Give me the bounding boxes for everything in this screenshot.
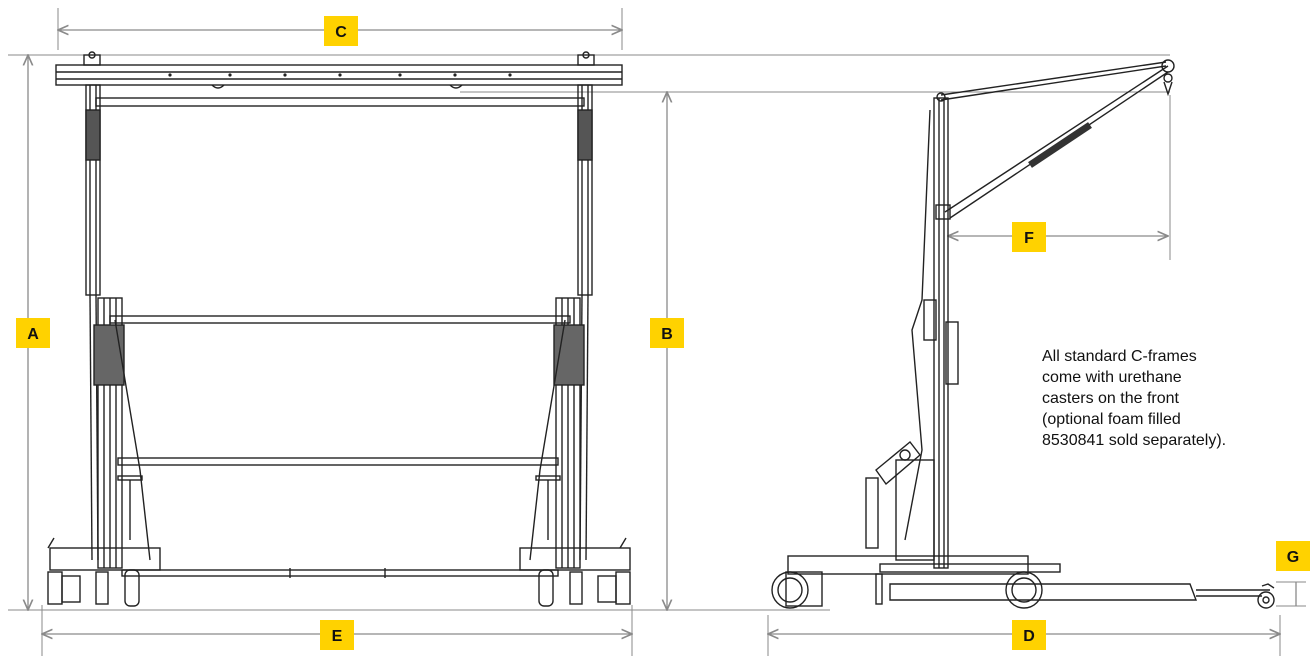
left-upright: [85, 84, 101, 296]
fork-caster: [1257, 591, 1275, 609]
bottom-bar: [121, 569, 559, 577]
badge-g-text: G: [1287, 549, 1299, 566]
upper-hanger-bar: [95, 97, 585, 107]
front-caster: [1005, 571, 1043, 609]
badge-d: D: [1012, 620, 1046, 650]
side-base: [787, 555, 1029, 575]
right-upright: [577, 84, 593, 296]
badge-b: B: [650, 318, 684, 348]
badge-f-text: F: [1024, 230, 1034, 247]
note-line: (optional foam filled: [1042, 411, 1181, 428]
dimension-labels: C A B E D F G: [16, 16, 1310, 650]
badge-c: C: [324, 16, 358, 46]
side-view-frame: [771, 59, 1275, 609]
boom-brace: [944, 65, 1169, 213]
boom-top: [940, 61, 1167, 96]
badge-a: A: [16, 318, 50, 348]
badge-d-text: D: [1023, 628, 1035, 645]
badge-a-text: A: [27, 326, 39, 343]
badge-c-text: C: [335, 24, 347, 41]
front-view-frame: [47, 51, 631, 607]
note-line: 8530841 sold separately).: [1042, 432, 1227, 449]
badge-e-text: E: [332, 628, 343, 645]
mast: [933, 97, 949, 569]
lower-bar: [117, 457, 559, 466]
note-line: casters on the front: [1042, 390, 1179, 407]
caster-note: All standard C-frames come with urethane…: [1042, 346, 1302, 451]
note-line: All standard C-frames: [1042, 348, 1197, 365]
middle-bar: [109, 315, 571, 324]
badge-e: E: [320, 620, 354, 650]
fork: [889, 583, 1198, 601]
badge-g: G: [1276, 541, 1310, 571]
top-beam: [55, 64, 623, 86]
badge-f: F: [1012, 222, 1046, 252]
badge-b-text: B: [661, 326, 673, 343]
note-line: come with urethane: [1042, 369, 1182, 386]
